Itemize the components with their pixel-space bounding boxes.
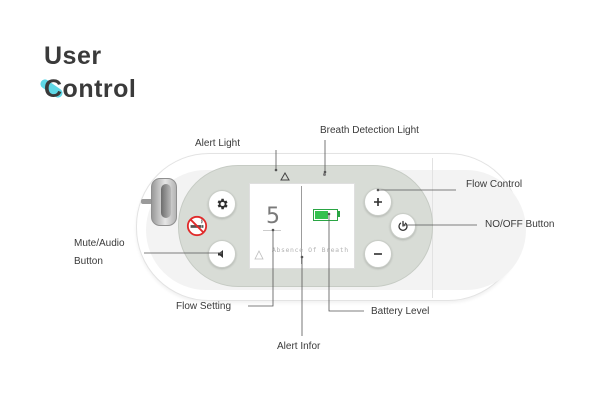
flow-increase-button[interactable] bbox=[364, 188, 392, 216]
flow-knob-cap bbox=[161, 184, 171, 218]
breath-detection-light bbox=[323, 173, 326, 176]
flow-decrease-button[interactable] bbox=[364, 240, 392, 268]
display-screen bbox=[249, 183, 355, 269]
battery-fill bbox=[315, 211, 329, 219]
label-flow-setting: Flow Setting bbox=[176, 301, 232, 312]
settings-button[interactable] bbox=[208, 190, 236, 218]
alert-message: Absence Of Breath bbox=[272, 246, 349, 254]
label-alert-light: Alert Light bbox=[195, 138, 241, 149]
label-mute-audio-line2: Button bbox=[74, 256, 103, 267]
warning-triangle-icon bbox=[254, 250, 264, 260]
no-smoking-icon bbox=[186, 215, 208, 237]
screen-divider bbox=[301, 186, 302, 264]
page-title-line-1: User bbox=[44, 42, 102, 70]
knob-pin bbox=[141, 199, 153, 204]
label-breath-detection-light: Breath Detection Light bbox=[320, 125, 419, 136]
label-flow-control: Flow Control bbox=[466, 179, 523, 190]
power-button[interactable] bbox=[390, 213, 416, 239]
label-mute-audio-line1: Mute/Audio bbox=[74, 238, 125, 249]
flow-setting-value: 5 bbox=[266, 204, 280, 229]
minus-icon bbox=[374, 253, 382, 255]
battery-tip bbox=[337, 211, 340, 217]
plus-icon bbox=[374, 198, 382, 206]
gear-icon bbox=[217, 198, 228, 210]
alert-light-icon bbox=[280, 172, 290, 181]
mute-audio-button[interactable] bbox=[208, 240, 236, 268]
label-onoff-button: NO/OFF Button bbox=[485, 219, 555, 230]
label-alert-infor: Alert Infor bbox=[277, 341, 321, 352]
page-title-line-2: Control bbox=[44, 75, 137, 103]
label-battery-level: Battery Level bbox=[371, 306, 430, 317]
